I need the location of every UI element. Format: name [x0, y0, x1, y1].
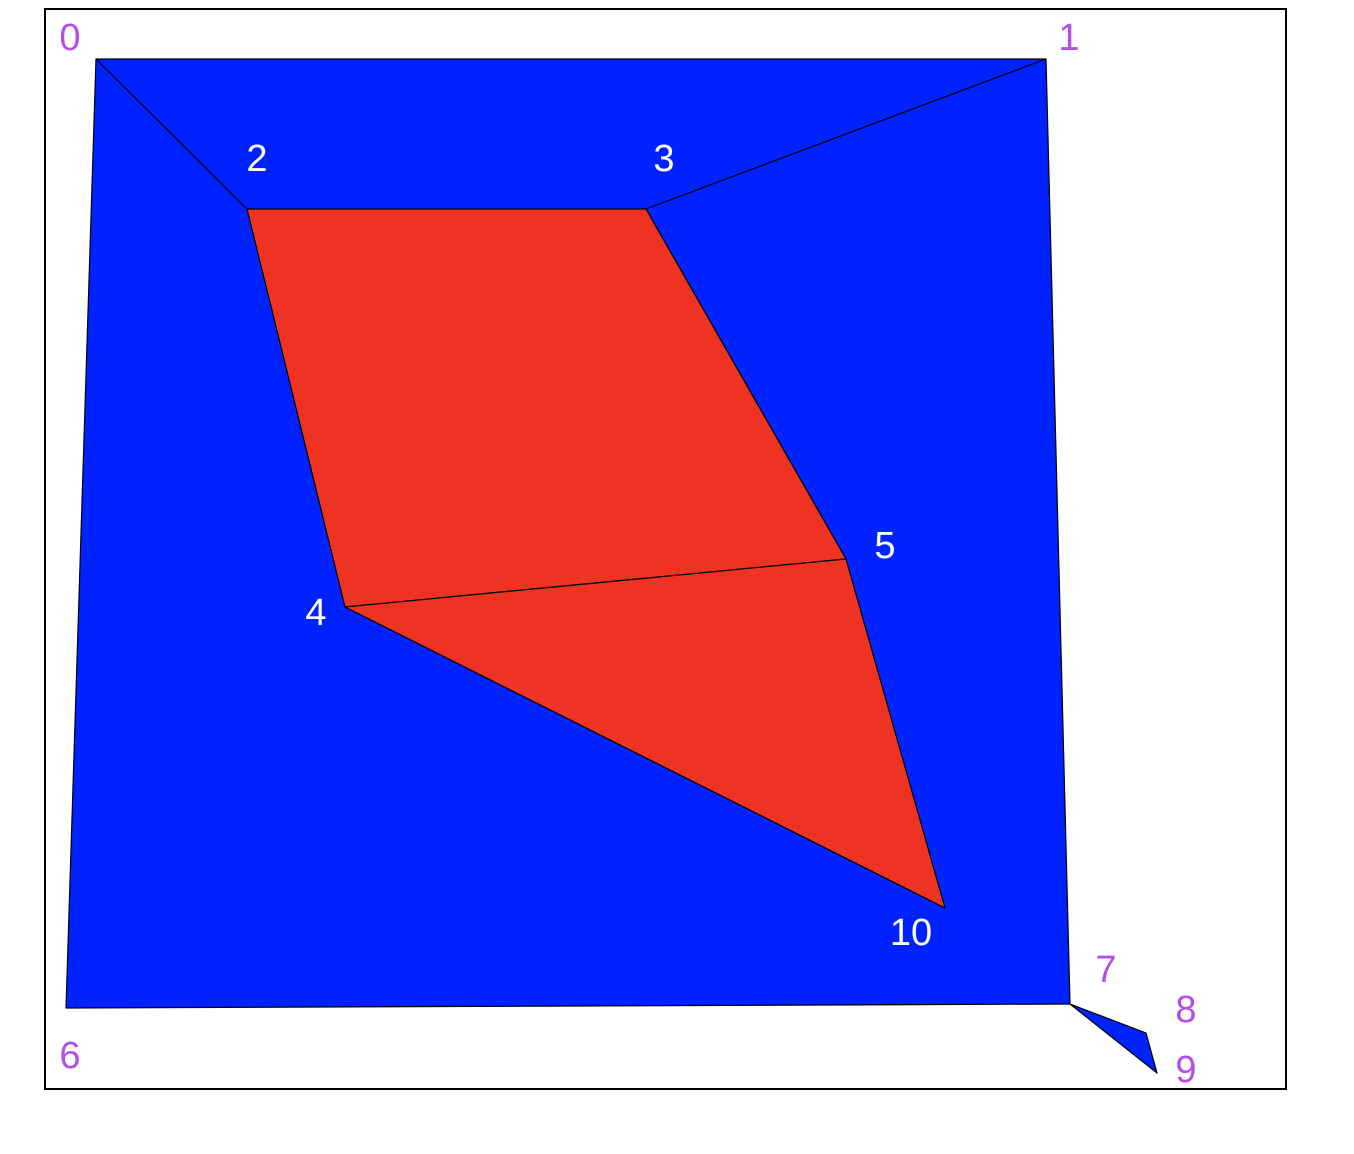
- vertex-label-9: 9: [1175, 1049, 1196, 1091]
- vertex-label-6: 6: [59, 1035, 80, 1077]
- vertex-label-7: 7: [1095, 949, 1116, 991]
- sliver-face: [1069, 1003, 1158, 1074]
- edges-layer: [95, 58, 1047, 210]
- edge-0-2: [95, 58, 248, 210]
- vertex-label-8: 8: [1175, 989, 1196, 1031]
- vertex-label-0: 0: [59, 17, 80, 59]
- vertex-label-10: 10: [890, 912, 932, 954]
- vertex-labels: 0 1 2 3 4 5 6 7 8 9 10: [59, 17, 1196, 1091]
- vertex-label-5: 5: [874, 525, 895, 567]
- vertex-label-1: 1: [1058, 17, 1079, 59]
- lower-red-face: [344, 558, 946, 909]
- edge-3-1: [645, 58, 1047, 210]
- vertex-label-2: 2: [246, 138, 267, 180]
- vertex-label-4: 4: [305, 592, 326, 634]
- vertex-label-3: 3: [653, 138, 674, 180]
- faces-layer: [65, 58, 1158, 1074]
- frame-border: [44, 8, 1287, 1090]
